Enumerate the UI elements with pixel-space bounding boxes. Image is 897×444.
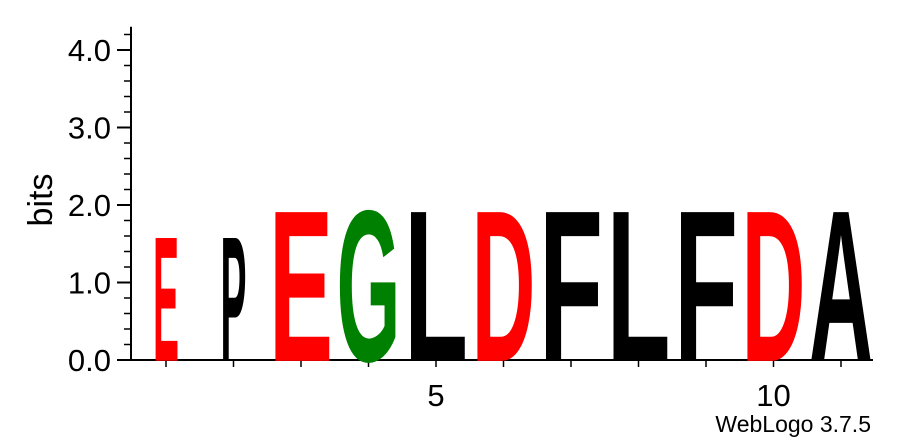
logo-letter-p: P	[221, 200, 247, 399]
logo-letter-g: G	[337, 165, 401, 407]
y-tick-label: 4.0	[68, 33, 111, 68]
y-tick-label: 0.0	[68, 343, 111, 378]
axes: 0.0 1.0 2.0 3.0 4.0 5 10	[68, 26, 873, 413]
logo-letter-a: A	[809, 166, 873, 408]
logo-letter-l: L	[607, 166, 671, 408]
x-tick-label: 5	[427, 378, 444, 413]
weblogo-credit: WebLogo 3.7.5	[715, 411, 871, 437]
logo-letter-d: D	[742, 166, 806, 408]
y-tick-label: 1.0	[68, 266, 111, 301]
y-tick-label: 2.0	[68, 188, 111, 223]
logo-letter-d: D	[472, 166, 536, 408]
y-axis-label: bits	[22, 174, 60, 227]
x-tick-label: 10	[756, 378, 790, 413]
logo-letter-f: F	[539, 166, 603, 408]
logo-letter-f: F	[674, 166, 738, 408]
logo-letter-e: E	[153, 200, 179, 399]
y-tick-label: 3.0	[68, 111, 111, 146]
logo-letter-l: L	[404, 166, 468, 408]
logo-letter-e: E	[269, 167, 333, 407]
